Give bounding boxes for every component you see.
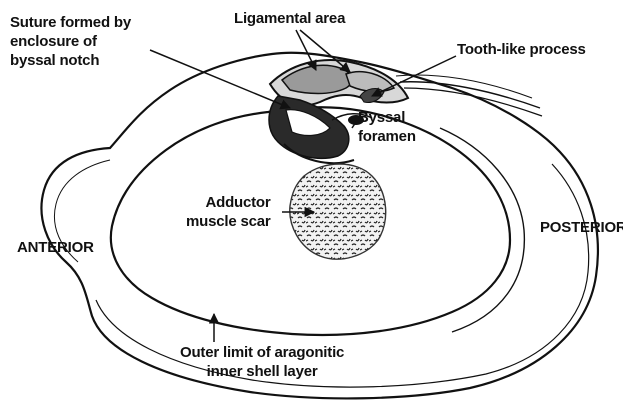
label-adductor-line-1: Adductor — [186, 193, 271, 212]
label-ligamental-area: Ligamental area — [234, 9, 345, 28]
label-anterior: ANTERIOR — [17, 238, 94, 257]
label-posterior: POSTERIOR — [540, 218, 623, 237]
label-byssal-foramen-line-2: foramen — [358, 127, 416, 146]
label-suture: Suture formed by enclosure of byssal not… — [10, 13, 131, 70]
label-tooth-like-process: Tooth-like process — [457, 40, 586, 59]
label-byssal-foramen-line-1: Byssal — [358, 108, 416, 127]
leader-suture — [150, 50, 290, 108]
label-outer-limit-line-1: Outer limit of aragonitic — [180, 343, 344, 362]
label-suture-line-2: enclosure of — [10, 32, 131, 51]
label-byssal-foramen: Byssal foramen — [358, 108, 416, 146]
label-suture-line-1: Suture formed by — [10, 13, 131, 32]
label-outer-limit-line-2: inner shell layer — [180, 362, 344, 381]
inner-rim-band — [440, 128, 524, 332]
label-adductor-line-2: muscle scar — [186, 212, 271, 231]
label-suture-line-3: byssal notch — [10, 51, 131, 70]
label-outer-limit: Outer limit of aragonitic inner shell la… — [180, 343, 344, 381]
label-adductor-muscle-scar: Adductor muscle scar — [186, 193, 271, 231]
